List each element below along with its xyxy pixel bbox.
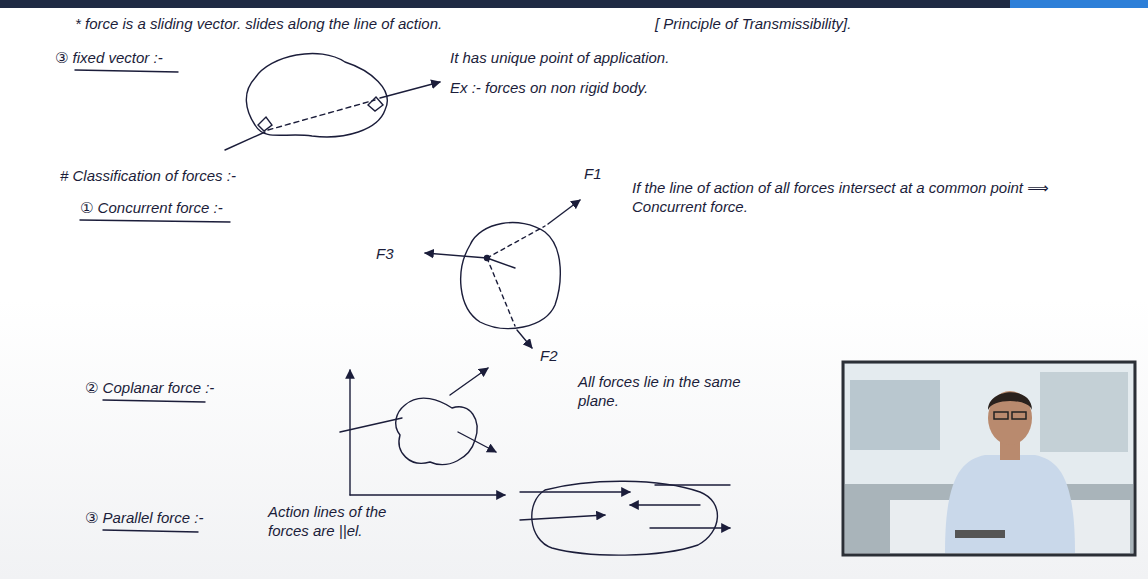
presenter-hair — [988, 392, 1032, 410]
office-window — [850, 380, 940, 450]
tick — [487, 258, 515, 268]
note-text: * force is a sliding vector. slides alon… — [75, 14, 442, 33]
note-text: [ Principle of Transmissibility]. — [655, 14, 851, 33]
note-text: Action lines of the forces are ||el. — [268, 502, 418, 540]
force-line — [655, 484, 730, 485]
force-arrow — [458, 432, 496, 452]
force-label: F2 — [540, 346, 558, 365]
force-arrow — [380, 82, 440, 98]
axis — [350, 494, 505, 495]
note-text: It has unique point of application. — [450, 48, 669, 67]
force-arrow — [650, 527, 730, 528]
force-label: F1 — [584, 164, 602, 183]
force-arrow — [225, 132, 265, 150]
force-arrow — [450, 368, 488, 395]
application-point — [368, 97, 383, 111]
note-text: If the line of action of all forces inte… — [632, 178, 1127, 216]
glasses — [1012, 412, 1026, 419]
page-ground — [0, 300, 1148, 579]
underline — [103, 530, 198, 532]
section-heading: ② Coplanar force :- — [85, 378, 214, 397]
section-heading: ① Concurrent force :- — [80, 198, 223, 217]
inset-frame — [843, 362, 1135, 555]
glasses — [994, 412, 1008, 419]
force-arrow-f2 — [517, 330, 532, 348]
section-heading: # Classification of forces :- — [60, 166, 236, 185]
pen-tablet — [955, 530, 1005, 538]
force-arrow-f1 — [548, 200, 580, 224]
force-arrow — [520, 491, 630, 492]
force-line-dashed — [487, 258, 515, 326]
underline — [80, 220, 230, 222]
rigid-body-blob — [246, 53, 387, 136]
underline — [75, 70, 178, 72]
note-text: Ex :- forces on non rigid body. — [450, 78, 648, 97]
force-label: F3 — [376, 244, 394, 263]
force-line-dashed — [487, 226, 545, 258]
video-inset — [843, 362, 1135, 555]
application-point — [258, 117, 272, 131]
underline — [103, 400, 205, 402]
force-arrow-f3 — [425, 253, 487, 258]
section-heading: ③ Parallel force :- — [85, 508, 203, 527]
axis — [349, 370, 350, 495]
body-blob — [396, 398, 477, 464]
presenter-shirt — [945, 455, 1075, 553]
office-window — [1040, 372, 1128, 452]
note-text: All forces lie in the same plane. — [578, 372, 783, 410]
section-heading: ③ fixed vector :- — [55, 48, 163, 67]
presenter-head — [988, 391, 1032, 445]
force-line — [340, 418, 402, 432]
body-blob — [461, 223, 561, 329]
force-line-dashed — [268, 100, 375, 130]
top-bar-accent — [1010, 0, 1148, 8]
top-bar — [0, 0, 1148, 8]
force-arrow — [630, 504, 700, 505]
force-arrow — [520, 515, 605, 520]
